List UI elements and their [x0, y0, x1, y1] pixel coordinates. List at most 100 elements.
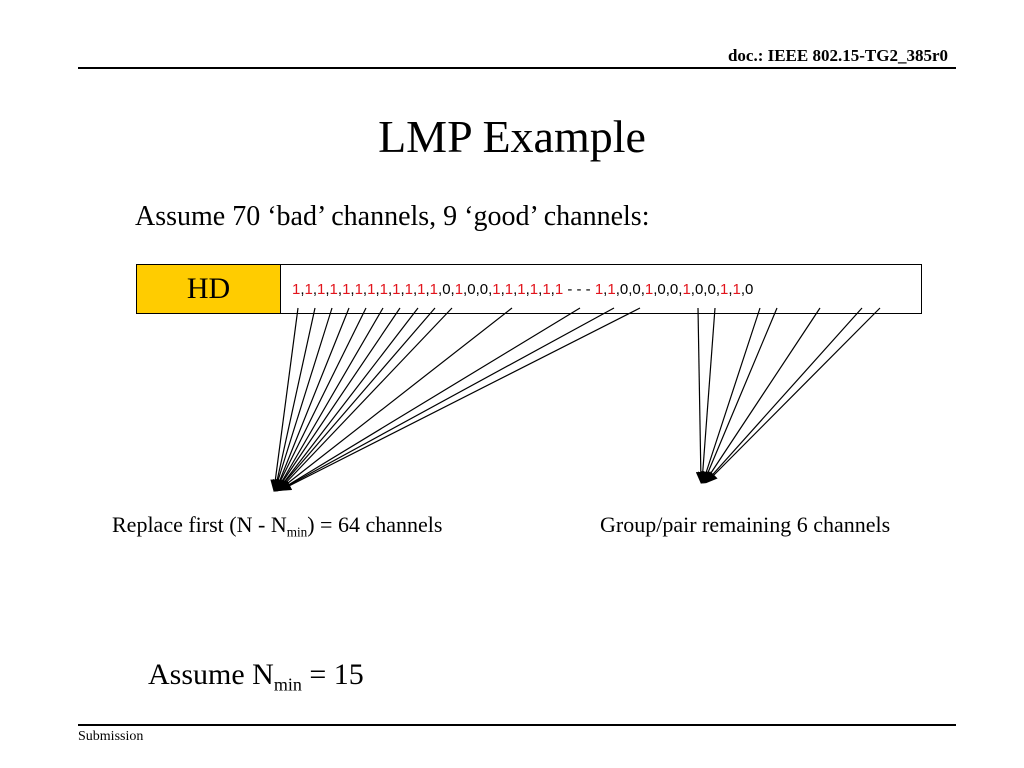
channel-bit: 1 — [517, 281, 526, 298]
sequence-separator: , — [665, 281, 670, 298]
channel-bit: 1 — [379, 281, 388, 298]
assume-nmin-prefix: Assume N — [148, 658, 274, 691]
sequence-separator: , — [350, 281, 355, 298]
channel-bit: 1 — [454, 281, 464, 298]
channel-bit: 1 — [317, 281, 326, 298]
assume-nmin-text: Assume Nmin = 15 — [148, 658, 364, 695]
slide-title: LMP Example — [378, 111, 646, 162]
channel-bit: 0 — [619, 281, 629, 298]
replace-label-prefix: Replace first (N - N — [112, 512, 287, 537]
sequence-separator: , — [337, 281, 343, 298]
channel-bit: 1 — [404, 281, 413, 298]
channel-bit: 1 — [542, 281, 551, 298]
sequence-separator: , — [603, 281, 608, 298]
sequence-separator: , — [387, 281, 393, 298]
group-channels-label: Group/pair remaining 6 channels — [600, 512, 891, 537]
arrow-line — [703, 307, 821, 484]
channel-bit: 1 — [392, 281, 401, 298]
arrow-line — [276, 307, 436, 492]
channel-bit: 0 — [707, 281, 716, 298]
channel-bit: 0 — [632, 281, 641, 298]
sequence-separator: , — [362, 281, 368, 298]
sequence-separator: , — [628, 281, 633, 298]
sequence-separator: , — [412, 281, 418, 298]
sequence-separator: , — [715, 281, 720, 298]
header-rule — [78, 67, 956, 69]
channel-bit: 0 — [669, 281, 679, 298]
channel-bit: 1 — [367, 281, 376, 298]
channel-bit: 1 — [554, 281, 564, 298]
channel-bit: 0 — [694, 281, 704, 298]
sequence-separator: , — [653, 281, 658, 298]
sequence-separator: , — [312, 281, 318, 298]
arrow-line — [277, 307, 453, 492]
arrow-line — [275, 307, 401, 492]
footer-submission: Submission — [78, 729, 144, 744]
arrow-line — [275, 307, 350, 492]
hd-box: HD — [136, 264, 281, 314]
sequence-separator: , — [300, 281, 305, 298]
channel-bit: 1 — [329, 281, 338, 298]
arrow-line — [279, 307, 641, 491]
arrow-line — [704, 307, 863, 484]
sequence-separator: , — [425, 281, 430, 298]
sequence-separator: , — [325, 281, 330, 298]
sequence-separator: , — [463, 281, 468, 298]
sequence-separator: , — [475, 281, 480, 298]
right-arrow-group — [695, 307, 881, 484]
sequence-separator: , — [375, 281, 380, 298]
channel-bit: 0 — [442, 281, 451, 298]
sequence-separator: , — [538, 281, 543, 298]
hd-label: HD — [186, 272, 231, 305]
slide-subtitle: Assume 70 ‘bad’ channels, 9 ‘good’ chann… — [135, 201, 650, 232]
sequence-separator: , — [740, 281, 746, 298]
arrow-line — [697, 307, 716, 484]
sequence-separator: , — [678, 281, 683, 298]
arrow-line — [695, 307, 706, 484]
assume-nmin-suffix: = 15 — [301, 658, 364, 691]
channel-bit: 1 — [682, 281, 691, 298]
arrow-line — [273, 307, 333, 492]
arrow-line — [276, 307, 419, 492]
arrow-line — [278, 307, 615, 491]
sequence-separator: , — [690, 281, 695, 298]
channel-bit: 1 — [429, 281, 439, 298]
sequence-separator: , — [703, 281, 708, 298]
arrow-line — [277, 307, 513, 492]
channel-bit: 1 — [732, 281, 741, 298]
channel-bit: 0 — [745, 281, 754, 298]
channel-sequence: 1,1,1,1,1,1,1,1,1,1,1,1,0,1,0,0,1,1,1,1,… — [281, 264, 922, 314]
channel-bit: 1 — [607, 281, 616, 298]
sequence-separator: , — [728, 281, 733, 298]
left-arrow-group — [270, 307, 641, 492]
channel-bit: 0 — [479, 281, 489, 298]
channel-bit: 1 — [292, 281, 301, 298]
arrow-line — [275, 307, 384, 492]
arrow-line — [272, 307, 316, 492]
channel-bit: 1 — [719, 281, 729, 298]
arrow-line — [703, 307, 778, 484]
channel-bit: 1 — [342, 281, 351, 298]
sequence-separator: , — [500, 281, 505, 298]
sequence-separator: , — [400, 281, 405, 298]
sequence-separator: , — [640, 281, 645, 298]
channel-bit: 0 — [467, 281, 476, 298]
sequence-separator: , — [550, 281, 555, 298]
sequence-ellipsis: - - - — [563, 281, 595, 298]
channel-bit: 1 — [594, 281, 604, 298]
footer-rule — [78, 724, 956, 726]
arrow-line — [270, 307, 299, 492]
channel-bit: 1 — [529, 281, 539, 298]
channel-bit: 1 — [304, 281, 313, 298]
doc-id: doc.: IEEE 802.15-TG2_385r0 — [727, 46, 948, 65]
sequence-separator: , — [438, 281, 443, 298]
sequence-separator: , — [525, 281, 530, 298]
arrow-line — [278, 307, 581, 492]
sequence-separator: , — [513, 281, 518, 298]
channel-bit: 0 — [657, 281, 666, 298]
arrow-line — [275, 307, 367, 492]
replace-channels-label: Replace first (N - Nmin) = 64 channels — [112, 512, 442, 541]
replace-label-subscript: min — [286, 524, 308, 540]
channel-bit: 1 — [354, 281, 363, 298]
sequence-separator: , — [488, 281, 493, 298]
